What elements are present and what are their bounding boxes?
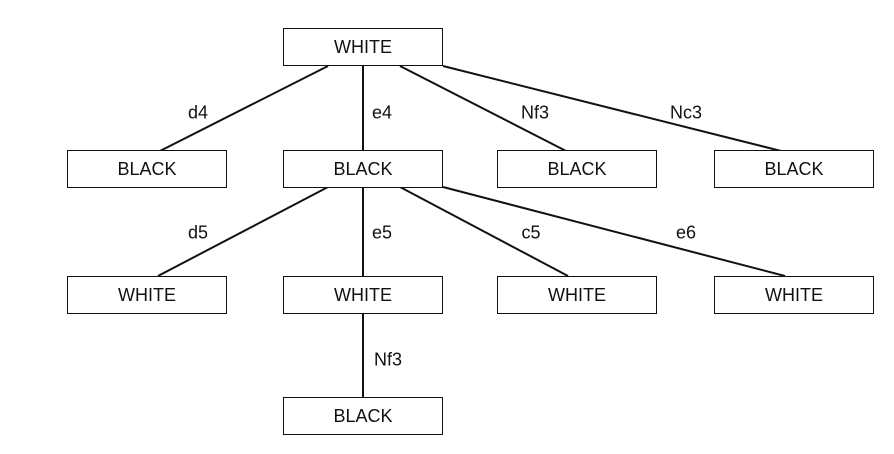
move-label-d4: d4 [187,102,209,123]
move-label-nf3: Nf3 [520,102,550,123]
move-label-e6: e6 [675,222,697,243]
node-d5: WHITE [67,276,227,314]
node-d4: BLACK [67,150,227,188]
node-nf3: BLACK [497,150,657,188]
move-label-e5: e5 [371,222,393,243]
edge-e4-d5 [157,186,329,277]
edge-root-nf3 [399,65,569,153]
edge-root-d4 [157,65,329,153]
node-root: WHITE [283,28,443,66]
edge-root-nc3 [442,65,786,153]
node-e4: BLACK [283,150,443,188]
node-c5: WHITE [497,276,657,314]
move-label-nc3: Nc3 [669,102,703,123]
move-label-e5-nf3: Nf3 [373,349,403,370]
edge-e4-e6 [442,186,786,277]
node-e6: WHITE [714,276,874,314]
move-label-c5: c5 [521,222,541,243]
move-label-d5: d5 [187,222,209,243]
node-e5: WHITE [283,276,443,314]
node-e5-nf3: BLACK [283,397,443,435]
node-nc3: BLACK [714,150,874,188]
move-label-e4: e4 [371,102,393,123]
edge-e4-c5 [399,186,569,277]
